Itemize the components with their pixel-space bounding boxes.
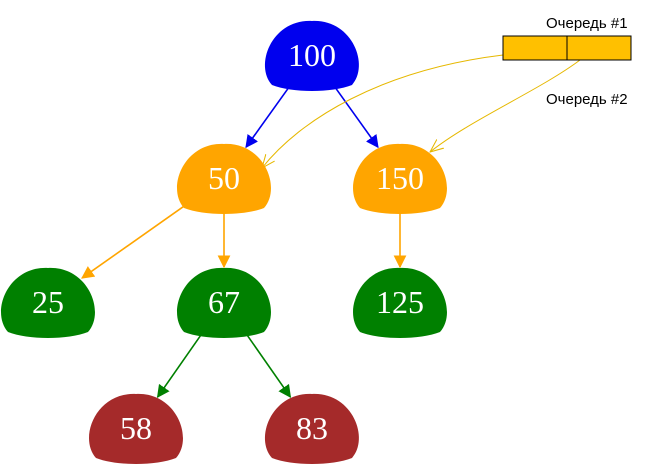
node-shape-58 xyxy=(89,393,183,464)
node-shape-25 xyxy=(1,267,95,338)
node-label-83: 83 xyxy=(296,410,328,446)
node-67: 67 xyxy=(177,267,271,338)
edge-100-50 xyxy=(245,84,292,149)
edge-67-58 xyxy=(156,331,204,399)
node-shape-150 xyxy=(353,143,447,214)
node-shape-50 xyxy=(177,143,271,214)
node-label-50: 50 xyxy=(208,160,240,196)
queue-pointers xyxy=(262,54,581,168)
node-58: 58 xyxy=(89,393,183,464)
node-83: 83 xyxy=(265,393,359,464)
node-100: 100 xyxy=(265,20,359,91)
node-150: 150 xyxy=(353,143,447,214)
queue-label-1: Очередь #1 xyxy=(546,15,628,32)
node-shape-100 xyxy=(265,20,359,91)
edge-50-25 xyxy=(81,200,192,279)
node-label-125: 125 xyxy=(376,284,424,320)
node-125: 125 xyxy=(353,267,447,338)
node-label-150: 150 xyxy=(376,160,424,196)
queue-pointer-2 xyxy=(430,59,581,152)
node-label-100: 100 xyxy=(288,37,336,73)
queue-pointer-1 xyxy=(262,54,504,168)
tree-nodes: 100 50 150 25 67 125 58 83 xyxy=(1,20,447,464)
node-shape-83 xyxy=(265,393,359,464)
node-shape-67 xyxy=(177,267,271,338)
queue: Очередь #1 Очередь #2 xyxy=(502,15,632,108)
tree-edges xyxy=(81,84,407,399)
node-shape-125 xyxy=(353,267,447,338)
edge-67-83 xyxy=(244,331,292,399)
queue-cell-1 xyxy=(502,35,568,61)
node-label-67: 67 xyxy=(208,284,240,320)
queue-cell-2 xyxy=(566,35,632,61)
node-label-58: 58 xyxy=(120,410,152,446)
node-25: 25 xyxy=(1,267,95,338)
edge-100-150 xyxy=(332,84,379,149)
node-label-25: 25 xyxy=(32,284,64,320)
queue-label-2: Очередь #2 xyxy=(546,91,628,108)
node-50: 50 xyxy=(177,143,271,214)
